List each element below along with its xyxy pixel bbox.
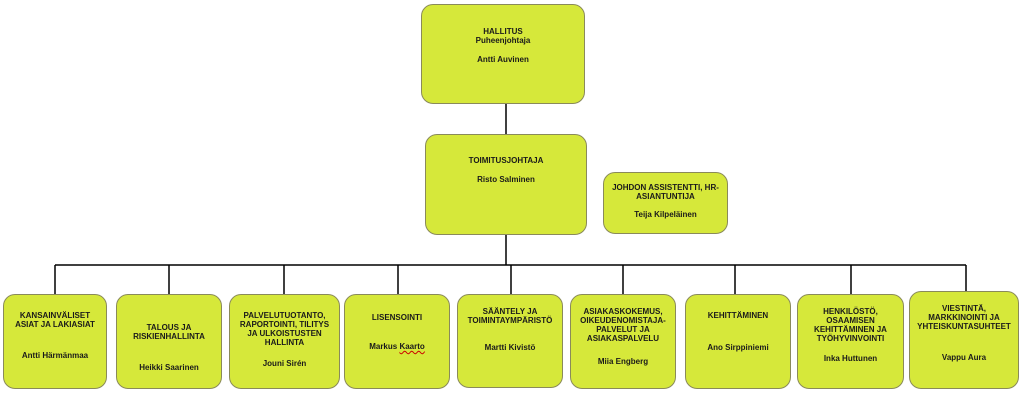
node-title: PALVELUTUOTANTO, RAPORTOINTI, TILITYS JA… bbox=[239, 311, 330, 347]
unit-node: VIESTINTÄ, MARKKINOINTI JA YHTEISKUNTASU… bbox=[909, 291, 1019, 389]
unit-node: SÄÄNTELY JA TOIMINTAYMPÄRISTÖ Martti Kivi… bbox=[457, 294, 563, 388]
node-person: Markus Kaarto bbox=[369, 342, 425, 351]
node-title: TOIMITUSJOHTAJA bbox=[468, 156, 544, 165]
unit-node: TALOUS JA RISKIENHALLINTA Heikki Saarinen bbox=[116, 294, 222, 389]
unit-node: HENKILÖSTÖ, OSAAMISEN KEHITTÄMINEN JA TY… bbox=[797, 294, 904, 389]
node-title: LISENSOINTI bbox=[371, 313, 423, 322]
node-person: Martti Kivistö bbox=[484, 343, 536, 352]
node-title: JOHDON ASSISTENTTI, HR-ASIANTUNTIJA bbox=[612, 183, 719, 201]
node-person: Antti Härmänmaa bbox=[21, 351, 89, 360]
board-node: HALLITUS Puheenjohtaja Antti Auvinen bbox=[421, 4, 585, 104]
node-title: HENKILÖSTÖ, OSAAMISEN KEHITTÄMINEN JA TY… bbox=[814, 307, 887, 343]
node-title: ASIAKASKOKEMUS, OIKEUDENOMISTAJA-PALVELU… bbox=[580, 307, 666, 343]
unit-node: KANSAINVÄLISET ASIAT JA LAKIASIAT Antti H… bbox=[3, 294, 107, 389]
unit-node: LISENSOINTI Markus Kaarto bbox=[344, 294, 450, 389]
node-subtitle: Puheenjohtaja bbox=[475, 36, 531, 45]
unit-node: ASIAKASKOKEMUS, OIKEUDENOMISTAJA-PALVELU… bbox=[570, 294, 676, 389]
node-person: Jouni Sirén bbox=[262, 359, 307, 368]
node-person: Heikki Saarinen bbox=[139, 363, 199, 372]
unit-node: PALVELUTUOTANTO, RAPORTOINTI, TILITYS JA… bbox=[229, 294, 340, 389]
node-title: SÄÄNTELY JA TOIMINTAYMPÄRISTÖ bbox=[467, 307, 553, 325]
node-person: Inka Huttunen bbox=[823, 354, 878, 363]
node-title: VIESTINTÄ, MARKKINOINTI JA YHTEISKUNTASU… bbox=[917, 304, 1011, 331]
node-title: HALLITUS bbox=[483, 27, 523, 36]
unit-node: KEHITTÄMINEN Ano Sirppiniemi bbox=[685, 294, 791, 389]
spellcheck-underline: Kaarto bbox=[399, 342, 425, 351]
ceo-node: TOIMITUSJOHTAJA Risto Salminen bbox=[425, 134, 587, 235]
node-person: Risto Salminen bbox=[477, 175, 535, 184]
node-person: Ano Sirppiniemi bbox=[707, 343, 769, 352]
assistant-node: JOHDON ASSISTENTTI, HR-ASIANTUNTIJA Teij… bbox=[603, 172, 728, 234]
node-title: KEHITTÄMINEN bbox=[707, 311, 769, 320]
node-person: Miia Engberg bbox=[597, 357, 649, 366]
node-person: Antti Auvinen bbox=[477, 55, 529, 64]
node-person: Teija Kilpeläinen bbox=[634, 210, 697, 219]
node-title: TALOUS JA RISKIENHALLINTA bbox=[133, 323, 205, 341]
node-title: KANSAINVÄLISET ASIAT JA LAKIASIAT bbox=[15, 311, 95, 329]
node-person: Vappu Aura bbox=[941, 353, 987, 362]
unit-drop-lines bbox=[54, 265, 967, 294]
